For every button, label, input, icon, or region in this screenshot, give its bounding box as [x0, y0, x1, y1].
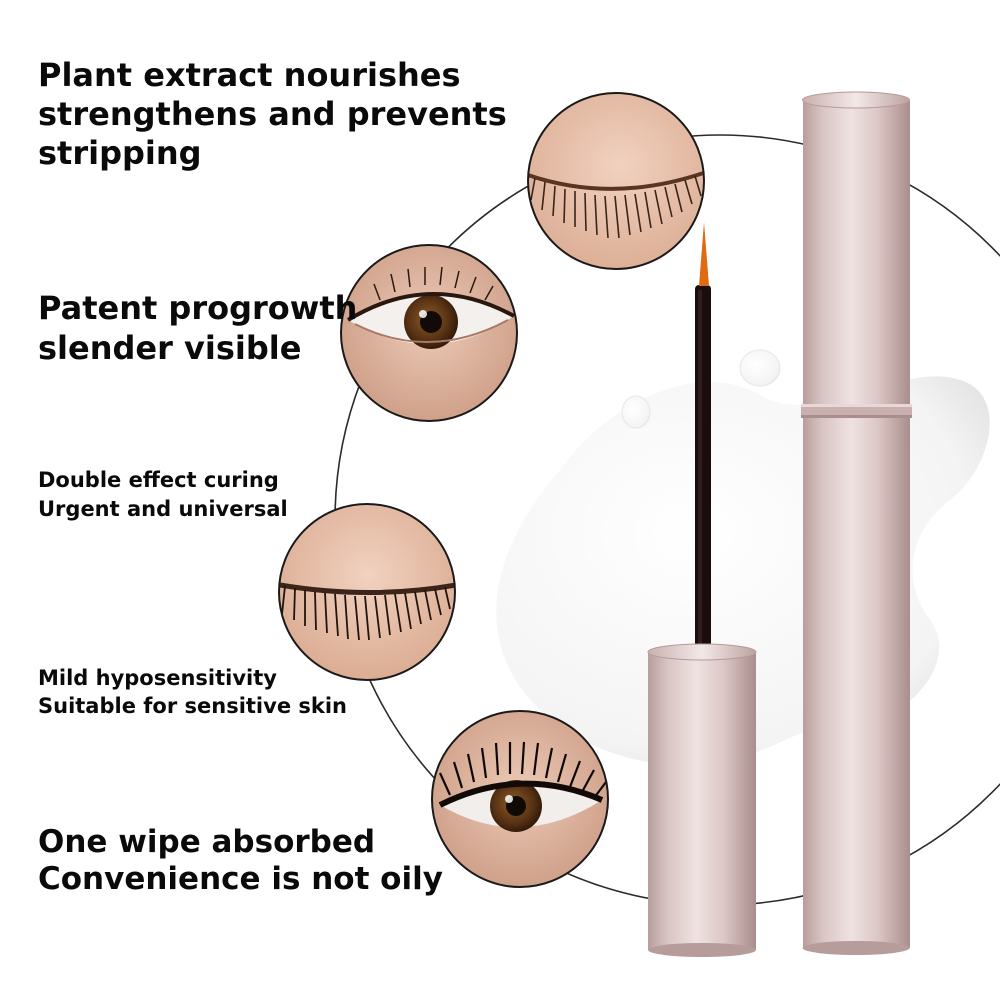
feature-text-one-wipe: One wipe absorbed Convenience is not oil…	[38, 824, 443, 898]
feature-line: Patent progrowth	[38, 289, 358, 327]
volume-lashes-eye-photo	[431, 710, 609, 888]
open-eye-photo	[340, 244, 518, 422]
feature-line: One wipe absorbed	[38, 824, 376, 860]
feature-line: Mild hyposensitivity	[38, 666, 277, 690]
feature-line: Suitable for sensitive skin	[38, 694, 347, 718]
feature-text-nourishes: Plant extract nourishes strengthens and …	[38, 56, 507, 173]
feature-line: slender visible	[38, 329, 302, 367]
feature-text-hyposensitivity: Mild hyposensitivity Suitable for sensit…	[38, 664, 347, 720]
serum-tube	[801, 91, 912, 955]
feature-text-progrowth: Patent progrowth slender visible	[38, 288, 357, 368]
feature-line: stripping	[38, 134, 202, 172]
closed-eye-photo	[527, 92, 705, 270]
applicator-cap	[647, 643, 757, 957]
applicator-brush	[695, 222, 711, 655]
feature-line: Urgent and universal	[38, 497, 288, 521]
feature-line: strengthens and prevents	[38, 95, 507, 133]
feature-line: Convenience is not oily	[38, 861, 443, 897]
feature-line: Double effect curing	[38, 468, 279, 492]
feature-line: Plant extract nourishes	[38, 56, 461, 94]
lashes-closeup-photo	[278, 503, 456, 681]
feature-text-double-effect: Double effect curing Urgent and universa…	[38, 466, 288, 524]
